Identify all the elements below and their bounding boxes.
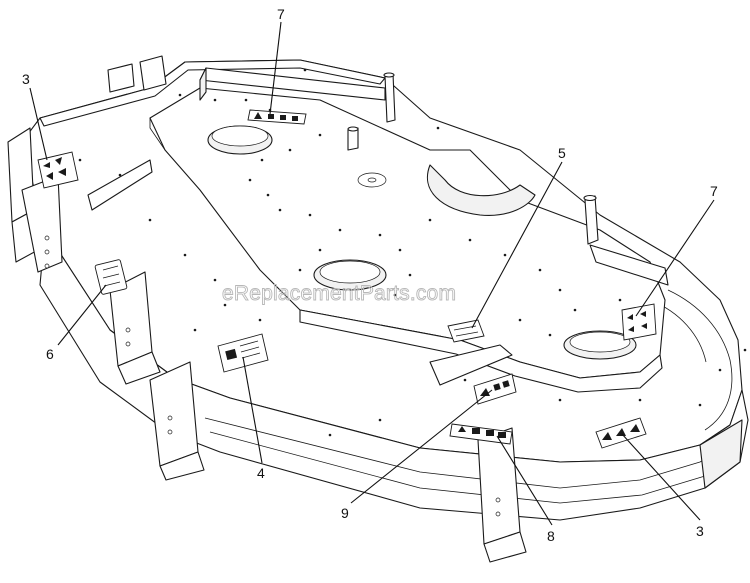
decal-front-3 (595, 417, 647, 449)
callout-3-front: 3 (696, 523, 704, 539)
callout-5: 5 (558, 145, 566, 161)
decal-4 (217, 333, 269, 373)
callout-7-top: 7 (277, 6, 285, 22)
decal-top-7 (247, 109, 307, 125)
callout-labels: 7 3 5 7 6 4 9 8 3 (22, 6, 718, 544)
callout-8: 8 (547, 528, 555, 544)
callout-9: 9 (341, 505, 349, 521)
callout-3-left: 3 (22, 71, 30, 87)
decal-right-7 (621, 303, 657, 341)
callout-7-right: 7 (710, 183, 718, 199)
decal-8 (449, 423, 513, 445)
decal-left-3 (37, 151, 79, 189)
callout-6: 6 (46, 346, 54, 362)
leader-lines (29, 21, 715, 526)
left-side-brackets (7, 55, 205, 481)
decals (37, 109, 657, 449)
callout-4: 4 (257, 465, 265, 481)
decal-5 (447, 319, 485, 343)
front-baffle (87, 159, 663, 393)
bolt-holes (78, 68, 747, 437)
watermark-text: eReplacementParts.com (222, 282, 456, 305)
